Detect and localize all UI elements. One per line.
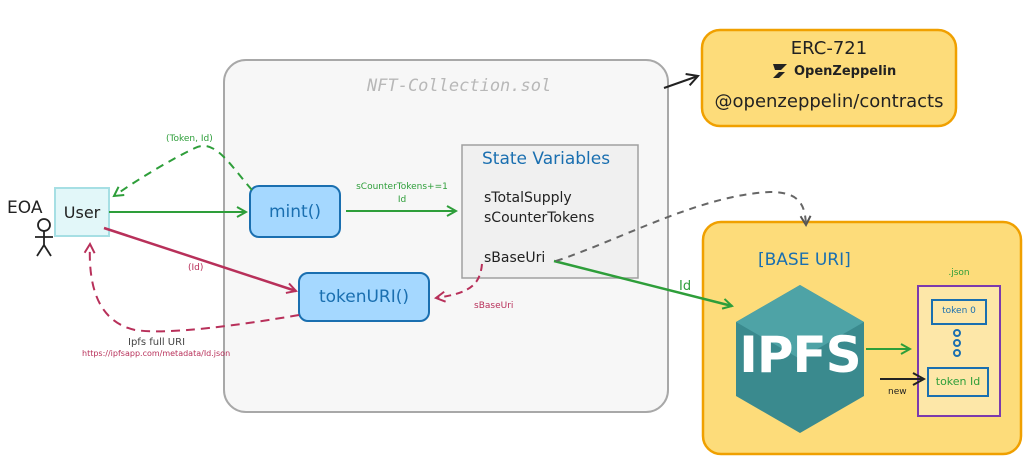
tokenuri-box xyxy=(298,272,430,322)
ellipsis-dot xyxy=(953,339,961,347)
token-id-return-label: (Token, Id) xyxy=(166,134,213,144)
token-first-label: token 0 xyxy=(942,306,976,316)
token-last-box xyxy=(927,367,989,397)
eoa-label: EOA xyxy=(7,198,43,218)
tokenuri-return-arrow xyxy=(90,244,300,333)
state-var-base-uri: sBaseUri xyxy=(484,250,546,266)
baseuri-to-tokenuri-arrow xyxy=(436,263,483,298)
new-label: new xyxy=(888,387,907,397)
state-var-total-supply: sTotalSupply xyxy=(484,190,572,206)
user-to-tokenuri-arrow xyxy=(103,226,296,291)
mint-return-arrow xyxy=(114,145,253,196)
full-uri-example: https://ipfsapp.com/metadata/Id.json xyxy=(82,349,231,358)
contract-title: NFT-Collection.sol xyxy=(367,76,552,96)
state-variables-box xyxy=(461,144,639,279)
mint-function[interactable]: mint() xyxy=(269,201,321,222)
erc721-title: ERC-721 xyxy=(790,38,868,59)
ellipsis-dot xyxy=(953,349,961,357)
token-first-box xyxy=(931,299,987,325)
base-uri-return-label: sBaseUri xyxy=(474,301,514,311)
contract-to-erc721-arrow xyxy=(663,76,698,89)
eoa-stick-figure xyxy=(35,218,53,257)
openzeppelin-text: OpenZeppelin xyxy=(794,63,897,79)
token-last-label: token Id xyxy=(935,375,981,388)
baseuri-to-ipfs-arrow xyxy=(553,259,732,306)
ipfs-logo xyxy=(736,285,864,433)
openzeppelin-brand: OpenZeppelin xyxy=(772,63,896,79)
counter-update-label: sCounterTokens+=1 xyxy=(356,182,448,192)
id-arg-label: (Id) xyxy=(188,263,204,273)
ipfs-id-label: Id xyxy=(679,279,692,294)
base-uri-title: [BASE URI] xyxy=(758,250,851,270)
tokenuri-function[interactable]: tokenURI() xyxy=(318,287,410,307)
mint-box xyxy=(249,185,341,238)
erc721-package: @openzeppelin/contracts xyxy=(714,91,944,112)
user-box xyxy=(54,187,110,237)
user-node[interactable]: User xyxy=(63,202,101,222)
state-variables-title: State Variables xyxy=(482,149,611,169)
ipfs-label: IPFS xyxy=(739,326,861,384)
openzeppelin-logo-icon xyxy=(773,64,787,78)
state-var-counter-tokens: sCounterTokens xyxy=(484,210,595,226)
json-label: .json xyxy=(948,268,970,278)
full-uri-label: Ipfs full URI xyxy=(128,337,186,348)
counter-id-label: Id xyxy=(397,195,407,205)
ellipsis-dot xyxy=(953,329,961,337)
erc721-box xyxy=(700,28,958,128)
baseuri-to-panel-arrow xyxy=(555,190,806,262)
